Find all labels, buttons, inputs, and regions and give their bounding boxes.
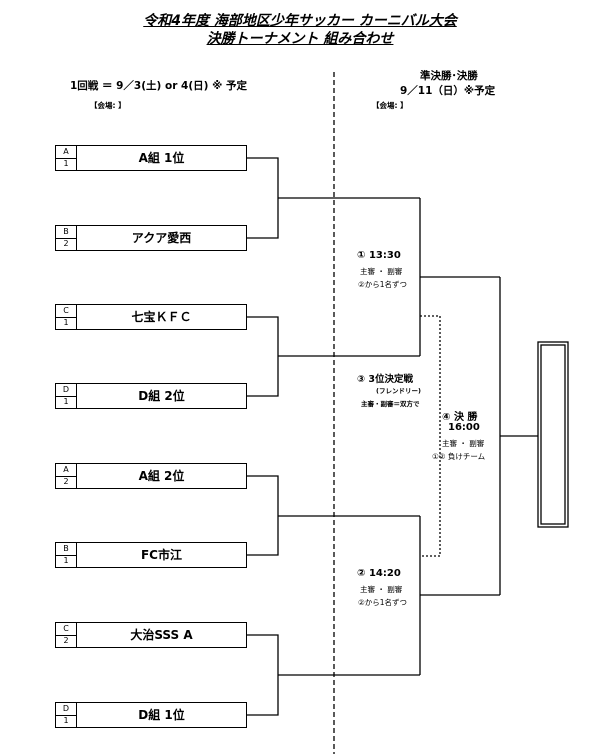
team-name: アクア愛西 — [77, 225, 247, 251]
team-name: FC市江 — [77, 542, 247, 568]
semi2-note: ②から1名ずつ — [358, 598, 407, 607]
semi-final-schedule: 9／11（日）※予定 — [400, 85, 496, 97]
seed-rank: 2 — [63, 239, 69, 248]
r1-bracket-1 — [247, 157, 279, 239]
third-place-sub: (フレンドリー) — [376, 387, 421, 395]
seed-rank: 1 — [63, 397, 69, 406]
seed-box: C 2 — [55, 622, 77, 648]
third-place-label: ③ 3位決定戦 — [357, 374, 413, 385]
semi2-referee: 主審 ・ 副審 — [360, 585, 403, 594]
seed-box: D 1 — [55, 702, 77, 728]
semi2-label: ② 14:20 — [357, 568, 401, 579]
third-place-dotted — [420, 315, 441, 557]
r1-bracket-2 — [247, 316, 279, 397]
seed-rank: 1 — [63, 716, 69, 725]
seed-group: C — [56, 623, 76, 636]
seed-rank: 1 — [63, 159, 69, 168]
round1-venue: 【会場: 】 — [90, 101, 126, 110]
final-label: ④ 決 勝 — [442, 412, 478, 423]
final-referee: 主審 ・ 副審 — [442, 439, 485, 448]
team-name: A組 1位 — [77, 145, 247, 171]
team-name: D組 2位 — [77, 383, 247, 409]
title-line-2: 決勝トーナメント 組み合わせ — [206, 31, 394, 47]
semi1-label: ① 13:30 — [357, 250, 401, 261]
seed-box: A 1 — [55, 145, 77, 171]
semi-final-label: 準決勝･決勝 — [420, 70, 478, 82]
team-name: 七宝ＫＦＣ — [77, 304, 247, 330]
seed-group: D — [56, 703, 76, 716]
r1-bracket-4 — [247, 634, 279, 716]
seed-box: B 2 — [55, 225, 77, 251]
final-note: ①② 負けチーム — [432, 452, 486, 461]
seed-group: C — [56, 305, 76, 318]
r1-bracket-3 — [247, 475, 279, 556]
semi-final-venue: 【会場: 】 — [372, 101, 408, 110]
seed-box: A 2 — [55, 463, 77, 489]
final-time: 16:00 — [448, 422, 480, 433]
third-place-referee: 主審・副審＝双方で — [361, 400, 420, 408]
team-name: D組 1位 — [77, 702, 247, 728]
round1-schedule: 1回戦 ＝ 9／3(土) or 4(日) ※ 予定 — [70, 80, 247, 92]
seed-box: D 1 — [55, 383, 77, 409]
seed-rank: 1 — [63, 318, 69, 327]
seed-group: A — [56, 146, 76, 159]
seed-group: A — [56, 464, 76, 477]
seed-box: C 1 — [55, 304, 77, 330]
title-line-1: 令和4年度 海部地区少年サッカー カーニバル大会 — [143, 13, 457, 29]
seed-rank: 1 — [63, 556, 69, 565]
seed-box: B 1 — [55, 542, 77, 568]
semi1-note: ②から1名ずつ — [358, 280, 407, 289]
champion-box-inner — [540, 344, 566, 525]
seed-group: B — [56, 543, 76, 556]
team-name: 大治SSS A — [77, 622, 247, 648]
seed-group: D — [56, 384, 76, 397]
seed-rank: 2 — [63, 477, 69, 486]
seed-rank: 2 — [63, 636, 69, 645]
seed-group: B — [56, 226, 76, 239]
champion-box-outer — [537, 341, 569, 528]
semi1-referee: 主審 ・ 副審 — [360, 267, 403, 276]
team-name: A組 2位 — [77, 463, 247, 489]
